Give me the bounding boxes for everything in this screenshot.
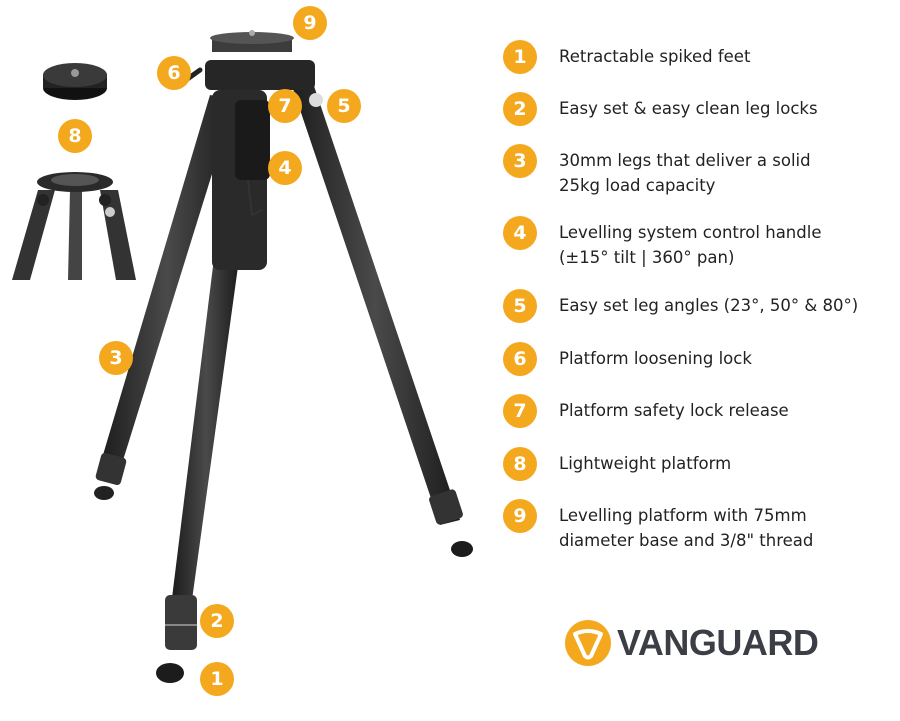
feature-label: Easy set & easy clean leg locks bbox=[559, 99, 818, 118]
feature-item-2: 2 Easy set & easy clean leg locks bbox=[503, 92, 818, 126]
number-badge: 6 bbox=[503, 342, 537, 376]
feature-item-1: 1 Retractable spiked feet bbox=[503, 40, 750, 74]
number-badge: 1 bbox=[503, 40, 537, 74]
feature-label: Platform safety lock release bbox=[559, 401, 789, 420]
marker-2: 2 bbox=[200, 604, 234, 638]
feature-item-3: 3 30mm legs that deliver a solid 25kg lo… bbox=[503, 144, 811, 198]
marker-9: 9 bbox=[293, 6, 327, 40]
marker-5: 5 bbox=[327, 89, 361, 123]
feature-item-7: 7 Platform safety lock release bbox=[503, 394, 789, 428]
number-badge: 7 bbox=[503, 394, 537, 428]
feature-item-9: 9 Levelling platform with 75mm diameter … bbox=[503, 499, 813, 553]
feature-label: Levelling system control handle (±15° ti… bbox=[559, 223, 822, 267]
feature-label: Easy set leg angles (23°, 50° & 80°) bbox=[559, 296, 859, 315]
feature-label: Levelling platform with 75mm diameter ba… bbox=[559, 506, 814, 550]
marker-7: 7 bbox=[268, 89, 302, 123]
feature-label: Retractable spiked feet bbox=[559, 47, 751, 66]
marker-3: 3 bbox=[99, 341, 133, 375]
tripod-illustration bbox=[12, 30, 473, 683]
marker-8: 8 bbox=[58, 119, 92, 153]
brand-name: VANGUARD bbox=[617, 622, 819, 663]
feature-item-8: 8 Lightweight platform bbox=[503, 447, 731, 481]
feature-label: 30mm legs that deliver a solid 25kg load… bbox=[559, 151, 811, 195]
feature-item-5: 5 Easy set leg angles (23°, 50° & 80°) bbox=[503, 289, 858, 323]
vanguard-logo: VANGUARD bbox=[565, 620, 819, 666]
tripod-top-inset-image bbox=[12, 172, 136, 280]
feature-label: Platform loosening lock bbox=[559, 349, 752, 368]
feature-item-6: 6 Platform loosening lock bbox=[503, 342, 752, 376]
number-badge: 5 bbox=[503, 289, 537, 323]
number-badge: 2 bbox=[503, 92, 537, 126]
number-badge: 9 bbox=[503, 499, 537, 533]
number-badge: 8 bbox=[503, 447, 537, 481]
feature-label: Lightweight platform bbox=[559, 454, 732, 473]
lightweight-platform-image bbox=[43, 63, 107, 100]
marker-1: 1 bbox=[200, 662, 234, 696]
number-badge: 3 bbox=[503, 144, 537, 178]
marker-4: 4 bbox=[268, 151, 302, 185]
feature-item-4: 4 Levelling system control handle (±15° … bbox=[503, 216, 821, 270]
vanguard-v-icon bbox=[565, 620, 611, 666]
number-badge: 4 bbox=[503, 216, 537, 250]
marker-6: 6 bbox=[157, 56, 191, 90]
